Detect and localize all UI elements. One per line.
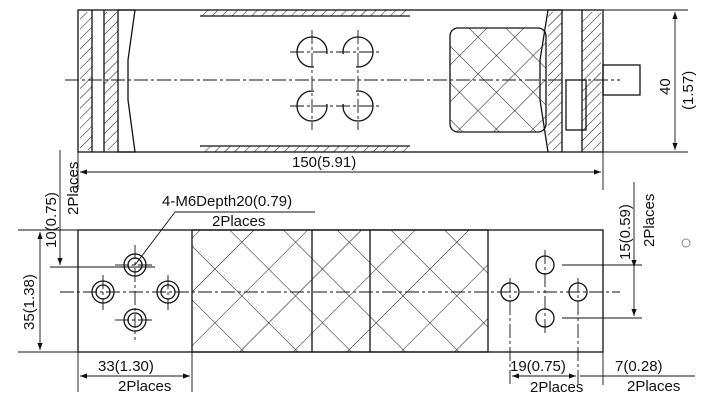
edge-dimension: 10(0.75) 2Places [43, 150, 155, 268]
hole-offset-dimension: 33(1.30) 2Places [77, 352, 193, 395]
svg-text:7(0.28): 7(0.28) [615, 358, 663, 375]
svg-text:33(1.30): 33(1.30) [98, 358, 154, 375]
svg-text:4-M6Depth20(0.79): 4-M6Depth20(0.79) [162, 193, 292, 210]
height-dimension: 40 (1.57) [603, 9, 697, 153]
width-dimension: 35(1.38) [18, 229, 78, 353]
svg-text:35(1.38): 35(1.38) [21, 274, 38, 330]
svg-text:10(0.75): 10(0.75) [43, 192, 60, 248]
cable [602, 64, 641, 96]
svg-text:150(5.91): 150(5.91) [292, 154, 356, 171]
left-hole-cluster [91, 245, 180, 340]
top-view [65, 9, 641, 153]
bottom-view [60, 229, 642, 385]
thread-callout: 4-M6Depth20(0.79) 2Places [134, 193, 315, 266]
length-dimension: 150(5.91) [77, 152, 604, 190]
svg-text:2Places: 2Places [641, 194, 658, 247]
svg-text:2Places: 2Places [212, 213, 265, 230]
hole-spacing-dimension: 19(0.75) 2Places [510, 358, 583, 396]
svg-text:15(0.59): 15(0.59) [617, 204, 634, 260]
right-hole-cluster [500, 250, 642, 385]
svg-text:40: 40 [657, 78, 674, 95]
end-dimension: 7(0.28) 2Places [580, 352, 695, 395]
crosshatch-area [191, 229, 489, 353]
svg-text:2Places: 2Places [530, 379, 583, 396]
left-end-hatch [80, 12, 92, 150]
svg-text:2Places: 2Places [627, 378, 680, 395]
right-end-hatch [548, 12, 562, 150]
marker-circle [681, 238, 691, 248]
svg-text:19(0.75): 19(0.75) [510, 358, 566, 375]
svg-text:2Places: 2Places [118, 378, 171, 395]
svg-text:(1.57): (1.57) [680, 71, 697, 110]
svg-text:2Places: 2Places [65, 162, 82, 215]
vertical-spacing-dimension: 15(0.59) 2Places [617, 182, 658, 316]
